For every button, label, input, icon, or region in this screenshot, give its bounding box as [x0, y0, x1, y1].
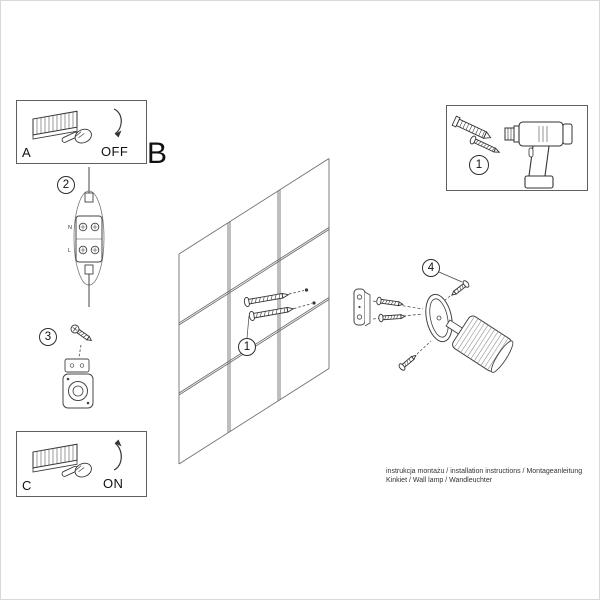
cable-gland-bottom: [84, 264, 94, 275]
drill-hole-dot: [304, 288, 309, 292]
lamp-shade: [452, 315, 514, 373]
step-4-badge: 4: [422, 259, 440, 277]
screw-icon: [376, 296, 404, 307]
panel-a: A OFF: [16, 100, 147, 164]
hand-icon: [61, 462, 92, 478]
step-3-badge: 3: [39, 328, 57, 346]
lamp-assembly: [353, 271, 514, 373]
step-1-badge: 1: [238, 338, 256, 356]
step-2-badge: 2: [57, 176, 75, 194]
screw-icon: [450, 280, 470, 296]
screw-icon: [398, 354, 417, 371]
arrow-up-icon: [113, 439, 122, 471]
wire-l-label: L: [68, 248, 71, 254]
wall-plug-icon: [451, 115, 492, 139]
drill-hole-dot: [312, 301, 316, 305]
footer-caption: instrukcja montażu / installation instru…: [386, 468, 599, 485]
badge-leader-line: [246, 315, 250, 339]
connector-box: [64, 358, 90, 373]
guide-dashed-line: [443, 295, 451, 302]
panel-c-state: ON: [103, 476, 124, 491]
switch-off-illustration: [32, 108, 122, 144]
panel-c-label: C: [22, 478, 32, 493]
panel-a-state: OFF: [101, 144, 129, 159]
footer-line-2: Kinkiet / Wall lamp / Wandleuchter: [386, 476, 493, 484]
drill-icon: [504, 121, 573, 189]
tools-box: [446, 105, 588, 191]
panel-a-label: A: [22, 145, 31, 160]
switch-icon: [32, 110, 78, 140]
lamp-canopy: [425, 293, 453, 343]
bracket-diagram: [62, 324, 94, 409]
screw-icon: [70, 324, 93, 342]
wiring-diagram: N L: [68, 167, 105, 307]
switch-on-illustration: [32, 439, 122, 478]
guide-dashed-line: [78, 344, 82, 358]
tools-step-badge: 1: [469, 155, 489, 175]
guide-dashed-line: [288, 290, 305, 295]
switch-icon: [32, 443, 78, 473]
guide-dashed-line: [293, 303, 313, 309]
section-b-label: B: [147, 137, 168, 170]
guide-dashed-line: [416, 340, 432, 355]
panel-c: C ON: [16, 431, 147, 497]
mounting-bracket-icon: [353, 288, 371, 327]
screw-icon: [248, 306, 295, 322]
wire-n-label: N: [68, 225, 72, 231]
screw-icon: [378, 313, 406, 323]
terminal-block-icon: [75, 215, 103, 263]
hand-icon: [61, 128, 92, 144]
wall-screws: [243, 288, 316, 339]
cable-gland-top: [84, 192, 94, 203]
screw-icon: [243, 292, 290, 308]
arrow-down-icon: [113, 108, 122, 138]
tools-illustration: [451, 115, 573, 189]
badge-leader-line: [438, 271, 463, 283]
footer-line-1: instrukcja montażu / installation instru…: [386, 468, 583, 475]
screw-icon: [469, 135, 501, 153]
mounting-bracket-icon: [62, 373, 94, 409]
